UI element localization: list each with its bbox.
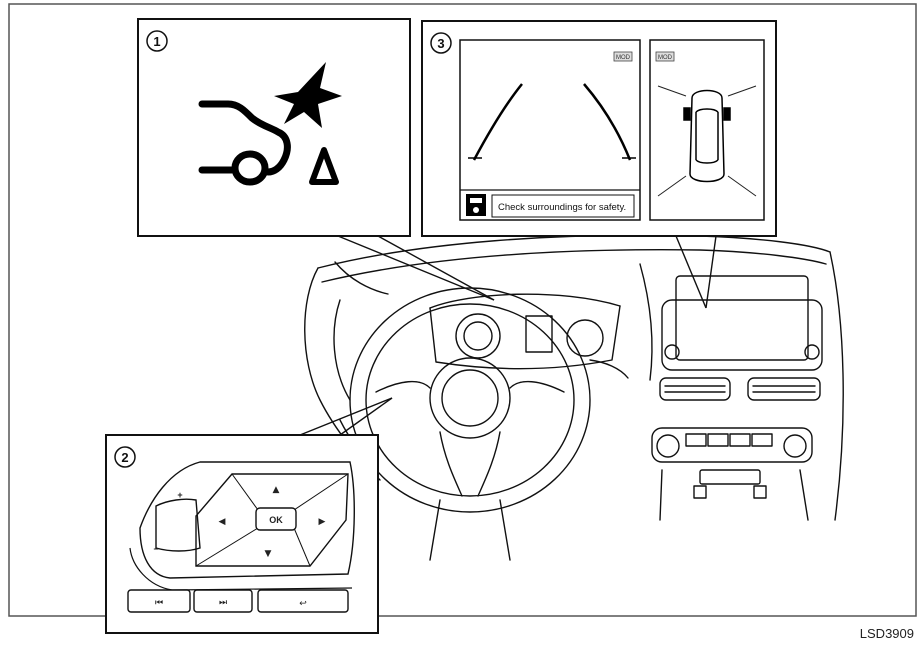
dpad-down-icon[interactable]: ▼ — [265, 549, 272, 559]
callout-panel-2: 2 + − OK ▲ ▼ ◀ ▶ ⏮ ⏭ — [105, 434, 379, 634]
bottom-button-row: ⏮ ⏭ ↩ — [127, 589, 349, 613]
guide-line-right — [583, 83, 632, 161]
dpad-up-icon[interactable]: ▲ — [273, 485, 280, 495]
figure-code: LSD3909 — [860, 626, 914, 641]
mod-badge-right — [655, 51, 675, 62]
ok-button-label: OK — [269, 515, 283, 525]
volume-up-label: + — [177, 490, 182, 500]
callout-number-1: 1 — [153, 34, 160, 49]
safety-message: Check surroundings for safety. — [498, 202, 626, 213]
callout-panel-3: 3 MOD Check surroundings for safety. MOD — [421, 20, 777, 237]
volume-down-label: − — [153, 544, 158, 554]
callout-number-3: 3 — [437, 36, 444, 51]
back-button[interactable] — [257, 589, 349, 613]
next-track-button[interactable] — [193, 589, 253, 613]
rear-view-screen: MOD Check surroundings for safety. — [459, 39, 641, 221]
leader-line-3 — [675, 235, 707, 309]
leader-line-2 — [299, 397, 393, 436]
warning-triangle-icon — [309, 147, 339, 185]
figure-frame — [8, 3, 917, 617]
around-view-screen: MOD — [649, 39, 765, 221]
previous-track-button[interactable] — [127, 589, 191, 613]
previous-track-icon: ⏮ — [155, 598, 163, 608]
collision-warning-icon — [198, 100, 291, 186]
callout-number-3-marker — [430, 32, 452, 54]
mod-badge-left-label: MOD — [616, 55, 631, 61]
mod-badge-left — [613, 51, 633, 62]
dpad-right-icon[interactable]: ▶ — [319, 517, 326, 527]
vehicle-top-view-icon — [683, 89, 731, 183]
camera-icon — [466, 194, 486, 216]
dpad-control: OK ▲ ▼ ◀ ▶ — [195, 473, 349, 567]
leader-line-1 — [337, 235, 495, 301]
ok-button[interactable] — [255, 507, 297, 531]
leader-line-3b — [705, 235, 717, 309]
callout-number-2-marker — [114, 446, 136, 468]
dashboard-illustration — [304, 234, 844, 561]
callout-panel-1: 1 — [137, 18, 411, 237]
callout-number-2: 2 — [121, 450, 128, 465]
collision-star-icon — [274, 62, 342, 128]
leader-line-1b — [377, 235, 495, 301]
callout-number-1-marker — [146, 30, 168, 52]
guide-line-left — [472, 83, 523, 161]
back-icon: ↩ — [299, 599, 307, 609]
leader-line-2b — [339, 397, 393, 436]
dpad-left-icon[interactable]: ◀ — [219, 517, 226, 527]
next-track-icon: ⏭ — [219, 598, 227, 608]
volume-rocker: + − — [153, 490, 201, 554]
mod-badge-right-label: MOD — [658, 55, 673, 61]
